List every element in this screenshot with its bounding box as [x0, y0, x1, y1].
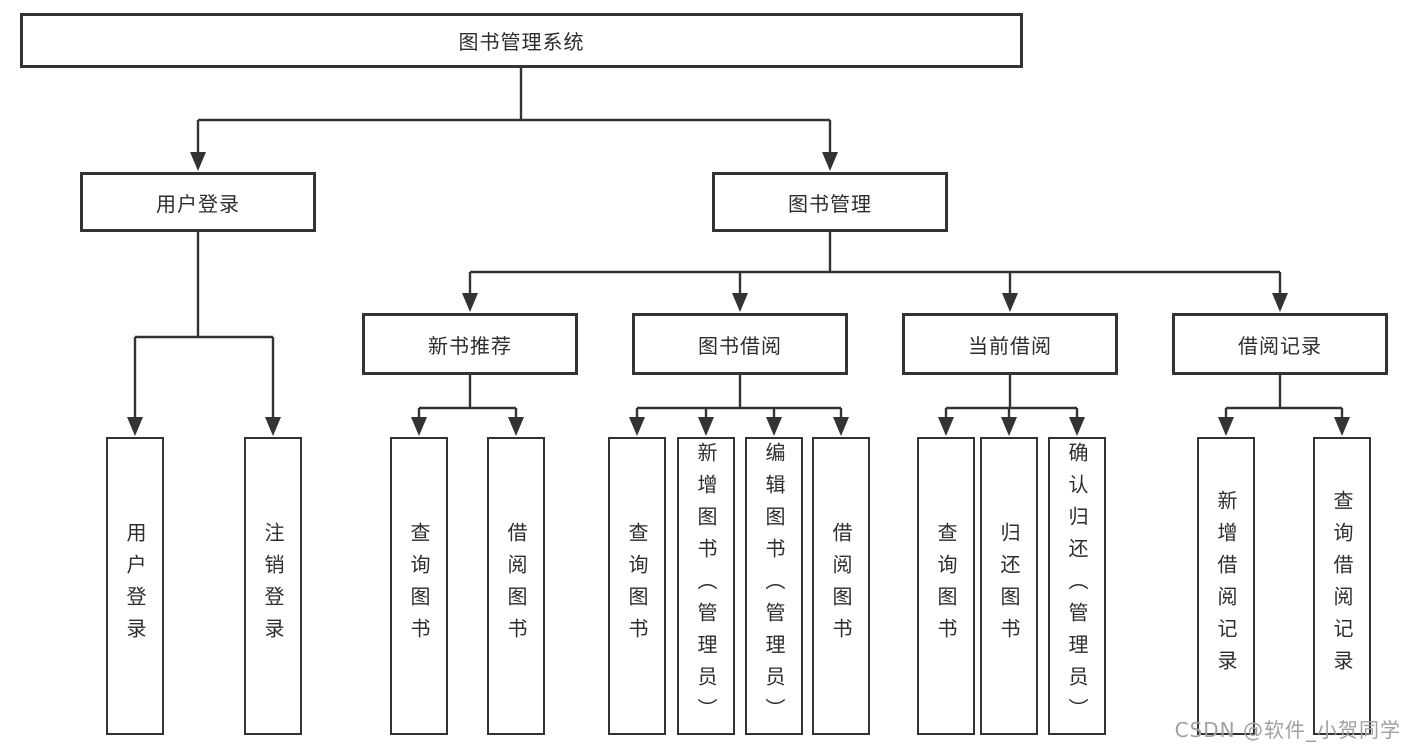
node-book-management: 图书管理 [712, 172, 948, 232]
node-book-borrow: 图书借阅 [632, 313, 848, 375]
node-label: 编辑图书（管理员） [762, 442, 786, 730]
leaf-node-logout: 注销登录 [244, 437, 302, 735]
leaf-node-return-book: 归还图书 [980, 437, 1038, 735]
leaf-node-query-books-1: 查询图书 [390, 437, 448, 735]
node-label: 借阅记录 [1238, 333, 1322, 358]
leaf-node-query-books-2: 查询图书 [608, 437, 666, 735]
node-new-book-recommend: 新书推荐 [362, 313, 578, 375]
leaf-node-add-book-admin: 新增图书（管理员） [677, 437, 735, 735]
node-label: 查询图书 [407, 522, 431, 650]
node-label: 借阅图书 [504, 522, 528, 650]
node-label: 确认归还（管理员） [1065, 442, 1089, 730]
node-user-login: 用户登录 [80, 172, 316, 232]
leaf-node-edit-book-admin: 编辑图书（管理员） [745, 437, 803, 735]
leaf-node-query-borrow-record: 查询借阅记录 [1313, 437, 1371, 735]
leaf-node-query-books-3: 查询图书 [917, 437, 975, 735]
node-label: 图书借阅 [698, 333, 782, 358]
arrowhead-icons [127, 152, 1350, 436]
node-label: 新增图书（管理员） [694, 442, 718, 730]
node-label: 新书推荐 [428, 333, 512, 358]
leaf-node-borrow-books-1: 借阅图书 [487, 437, 545, 735]
node-label: 用户登录 [156, 191, 240, 216]
node-label: 查询图书 [625, 522, 649, 650]
node-borrow-records: 借阅记录 [1172, 313, 1388, 375]
csdn-watermark: CSDN @软件_小贺同学 [1174, 718, 1401, 742]
node-label: 借阅图书 [829, 522, 853, 650]
node-root: 图书管理系统 [20, 13, 1023, 68]
node-label: 归还图书 [997, 522, 1021, 650]
leaf-node-confirm-return-admin: 确认归还（管理员） [1048, 437, 1106, 735]
edge-lines [133, 68, 1344, 422]
node-label: 注销登录 [261, 522, 285, 650]
node-label: 图书管理系统 [458, 30, 585, 54]
leaf-node-add-borrow-record: 新增借阅记录 [1197, 437, 1255, 735]
leaf-node-user-login: 用户登录 [106, 437, 164, 735]
node-label: 查询图书 [934, 522, 958, 650]
node-label: 当前借阅 [968, 333, 1052, 358]
node-label: 用户登录 [123, 522, 147, 650]
node-label: 图书管理 [788, 191, 872, 216]
leaf-node-borrow-books-2: 借阅图书 [812, 437, 870, 735]
node-label: 查询借阅记录 [1330, 490, 1354, 682]
node-current-borrow: 当前借阅 [902, 313, 1118, 375]
node-label: 新增借阅记录 [1214, 490, 1238, 682]
